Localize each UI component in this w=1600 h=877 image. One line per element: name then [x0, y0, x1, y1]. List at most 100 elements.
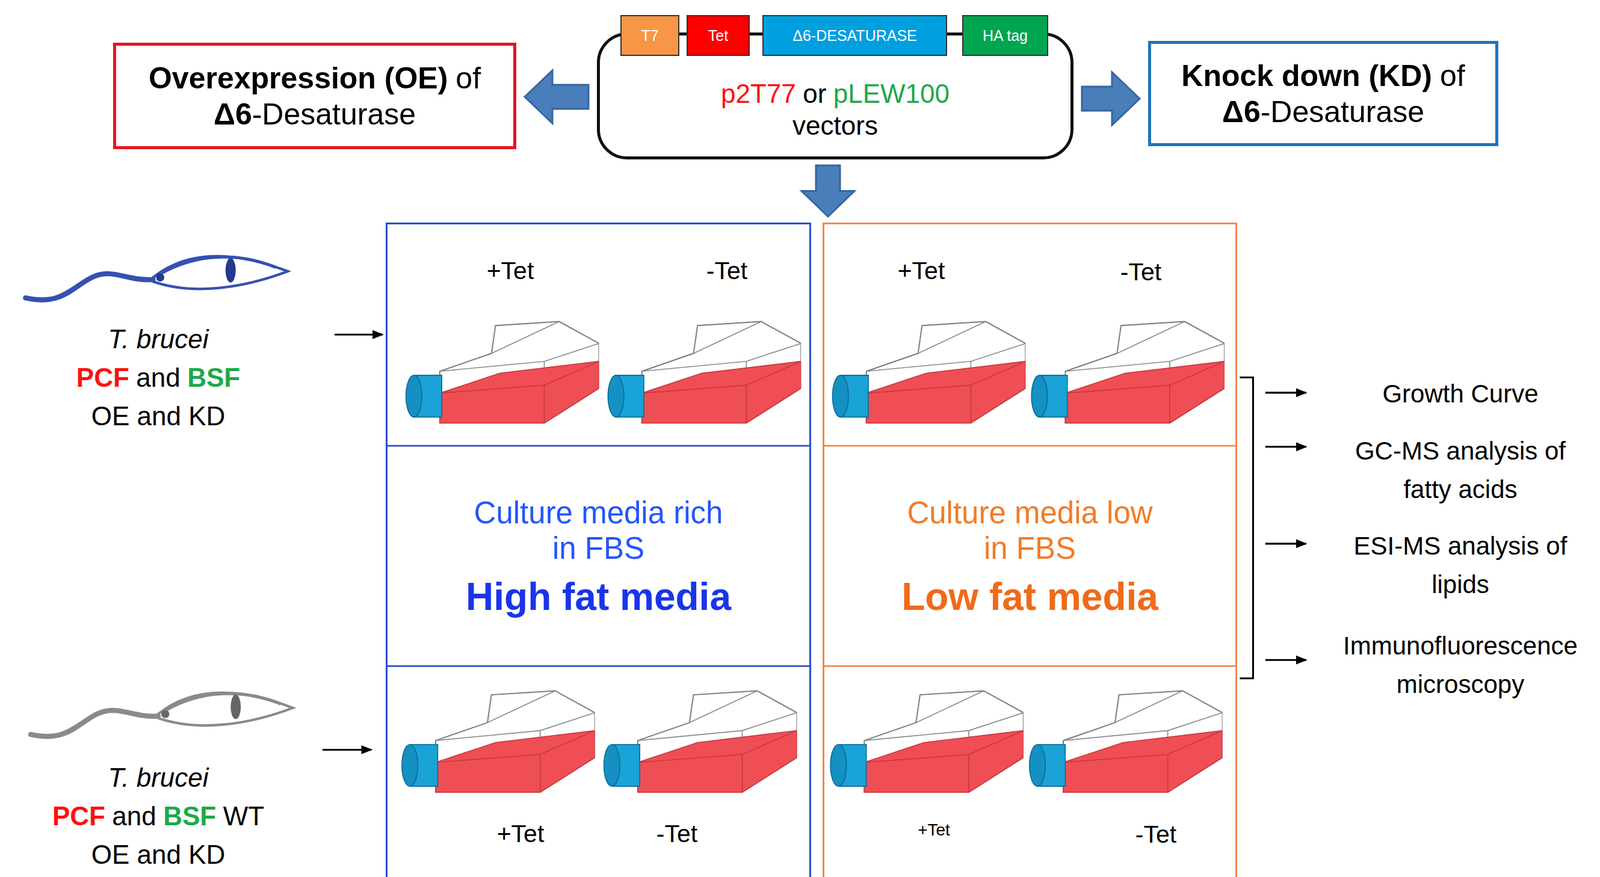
text-line: OE and KD	[76, 397, 241, 436]
text-span: Δ6	[1222, 95, 1261, 129]
label-group: +Tet	[897, 256, 946, 286]
text-span: -Tet	[706, 256, 748, 285]
text-span: Tet	[708, 27, 729, 44]
label-group: Growth Curve	[1331, 374, 1590, 414]
text-span: BSF	[187, 362, 241, 393]
divider-line	[822, 445, 1237, 448]
panel-text-area: Culture media rich in FBS High fat media	[387, 447, 810, 668]
panel-text-area: Culture media low in FBS Low fat media	[824, 447, 1236, 668]
leader-arrow	[1265, 391, 1307, 394]
flagellum	[161, 256, 276, 274]
text-span: HA tag	[982, 27, 1028, 44]
text-span: vectors	[792, 110, 878, 141]
culture-flask	[832, 321, 1026, 424]
text-line: GC-MS analysis of fatty acids	[1331, 432, 1590, 510]
text-line: Δ6-Desaturase	[1181, 93, 1465, 130]
culture-flask	[1029, 690, 1223, 793]
panel-subtitle: Culture media rich in FBS	[472, 495, 726, 567]
text-line: Tet	[708, 26, 729, 45]
text-span: +Tet	[486, 256, 535, 285]
construct-segment: Δ6-DESATURASE	[762, 15, 948, 56]
text-span: -Tet	[1120, 258, 1162, 286]
text-span: ESI-MS analysis of lipids	[1353, 531, 1568, 599]
text-span: T7	[640, 27, 659, 44]
culture-flask	[830, 690, 1024, 793]
text-span: p2T77	[720, 78, 797, 109]
text-span: -Desaturase	[1260, 95, 1425, 129]
node-text-area: Knock down (KD)ofΔ6-Desaturase	[1181, 57, 1465, 130]
label-group: T. bruceiPCFandBSFOE and KD	[76, 320, 241, 436]
label-group: -Tet	[1120, 257, 1162, 288]
text-line: PCFandBSF	[76, 358, 241, 398]
text-line: Δ6-Desaturase	[148, 96, 481, 133]
text-line: p2T77orpLEW100	[720, 78, 950, 111]
leader-arrow	[1265, 659, 1307, 662]
panel-dividers	[385, 445, 1237, 667]
node-text-area: Overexpression (OE)ofΔ6-Desaturase	[148, 60, 481, 133]
label-group: +Tet	[486, 256, 535, 286]
leader-arrow	[322, 749, 372, 751]
bracket	[1239, 377, 1253, 679]
divider-line	[822, 665, 1237, 668]
nucleus	[225, 258, 236, 283]
artwork	[25, 256, 1306, 793]
text-line: Immunofluorescence microscopy	[1331, 627, 1590, 705]
text-span: Δ6	[213, 97, 253, 132]
text-span: Immunofluorescence microscopy	[1343, 631, 1578, 699]
kinetoplast	[155, 273, 165, 282]
panel-subtitle: Culture media low in FBS	[903, 495, 1157, 567]
text-span: +Tet	[917, 820, 951, 840]
text-line: -Tet	[1120, 257, 1162, 288]
divider-line	[385, 445, 812, 448]
divider-line	[385, 665, 812, 668]
label-group: +Tet	[917, 820, 951, 841]
label-group: -Tet	[706, 256, 748, 286]
text-line: T7	[640, 26, 659, 45]
text-line: vectors	[720, 110, 950, 143]
label-group: -Tet	[1135, 820, 1177, 850]
culture-flask	[607, 321, 801, 424]
node-text-area: T7	[640, 26, 659, 45]
text-line: T. brucei	[52, 758, 265, 798]
text-line: +Tet	[497, 819, 545, 850]
text-span: Growth Curve	[1382, 379, 1539, 408]
construct-segment: Tet	[686, 15, 750, 56]
culture-flask	[406, 321, 600, 424]
node-text-area: Tet	[708, 26, 729, 45]
text-line: HA tag	[982, 26, 1028, 45]
text-span: WT	[223, 801, 265, 831]
text-line: T. brucei	[76, 320, 241, 359]
text-span: OE and KD	[91, 401, 226, 431]
media-panel: Culture media low in FBS Low fat media	[822, 222, 1238, 877]
text-span: BSF	[163, 801, 217, 831]
text-line: OE and KD	[52, 835, 265, 875]
text-span: pLEW100	[833, 78, 950, 109]
kinetoplast	[161, 710, 170, 719]
leader-arrow	[334, 333, 383, 336]
label-group: GC-MS analysis of fatty acids	[1331, 432, 1590, 510]
cell-body	[158, 693, 294, 726]
text-span: GC-MS analysis of fatty acids	[1355, 436, 1566, 504]
flagellum	[25, 273, 153, 300]
panel-title: High fat media	[465, 574, 732, 620]
trypanosome-grey	[30, 693, 294, 738]
flagellum	[30, 710, 159, 737]
knockdown-box: Knock down (KD)ofΔ6-Desaturase	[1148, 40, 1499, 147]
nucleus	[230, 694, 241, 720]
text-line: -Tet	[1135, 820, 1177, 850]
text-line: Overexpression (OE)of	[148, 60, 481, 97]
text-span: and	[135, 362, 180, 393]
text-span: PCF	[52, 801, 106, 831]
media-panel: Culture media rich in FBS High fat media	[385, 222, 812, 877]
block-arrow	[801, 165, 855, 217]
text-line: -Tet	[656, 819, 698, 850]
node-text-area: HA tag	[982, 26, 1028, 45]
text-span: +Tet	[497, 820, 545, 848]
text-span: +Tet	[897, 256, 946, 285]
culture-flasks	[401, 321, 1225, 794]
culture-flask	[1031, 321, 1225, 424]
text-span: Overexpression (OE)	[148, 61, 448, 96]
text-span: and	[111, 801, 156, 831]
panel-title: Low fat media	[901, 574, 1159, 620]
